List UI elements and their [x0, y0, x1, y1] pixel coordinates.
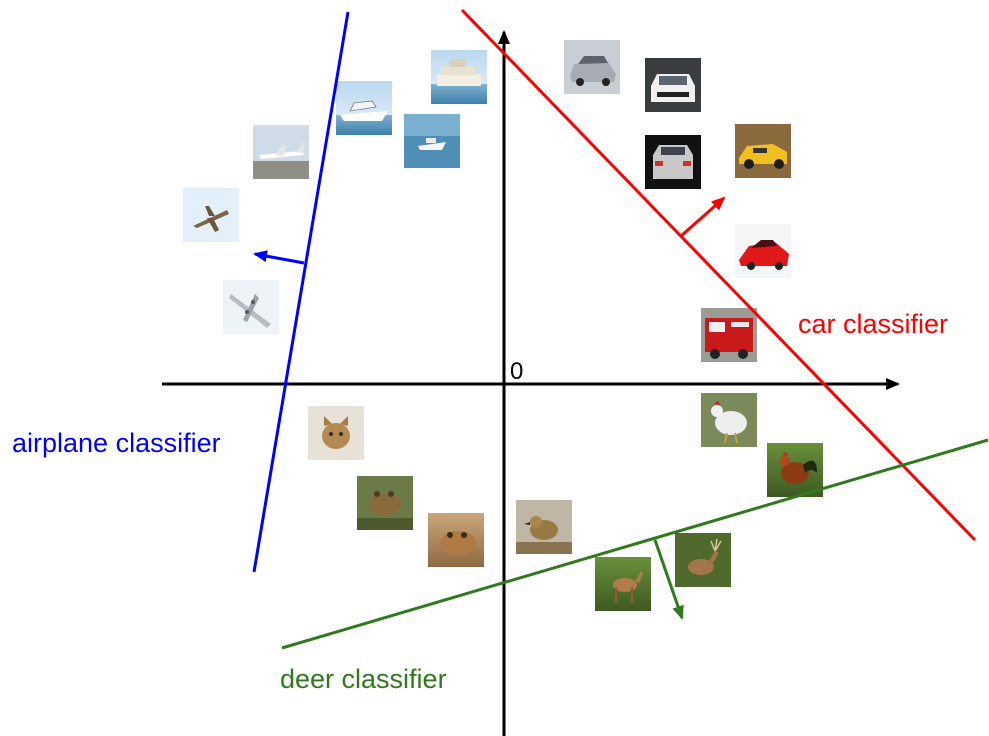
thumb-airplane-3 — [223, 280, 279, 334]
thumb-ship-2 — [336, 81, 392, 135]
car-classifier-label: car classifier — [798, 309, 948, 339]
car-classifier-normal-arrow — [680, 196, 726, 238]
deer-classifier-label: deer classifier — [280, 664, 447, 694]
thumb-car-1 — [564, 40, 620, 94]
origin-label: 0 — [510, 358, 523, 385]
thumb-cat-1 — [308, 406, 364, 460]
thumb-bird-1 — [701, 393, 757, 447]
airplane-classifier-label: airplane classifier — [12, 428, 221, 458]
car-classifier-line — [460, 8, 977, 542]
deer-classifier-line — [281, 438, 989, 650]
thumb-deer-2 — [675, 533, 731, 587]
thumb-car-3 — [645, 135, 701, 189]
thumb-car-4 — [735, 124, 791, 178]
thumb-deer-1 — [595, 557, 651, 611]
thumb-frog-1 — [357, 476, 413, 530]
thumb-bird-3 — [516, 500, 572, 554]
thumb-car-2 — [645, 58, 701, 112]
thumb-airplane-1 — [253, 125, 309, 179]
thumb-ship-1 — [431, 50, 487, 104]
airplane-classifier-normal-arrow — [253, 250, 305, 265]
thumb-ship-3 — [404, 114, 460, 168]
thumb-frog-2 — [428, 513, 484, 567]
airplane-classifier-line — [252, 11, 350, 573]
thumb-bird-2 — [767, 443, 823, 497]
thumb-truck-1 — [701, 308, 757, 362]
deer-classifier-normal-arrow — [653, 539, 684, 620]
thumb-airplane-2 — [183, 188, 239, 242]
thumb-car-5 — [735, 224, 791, 278]
